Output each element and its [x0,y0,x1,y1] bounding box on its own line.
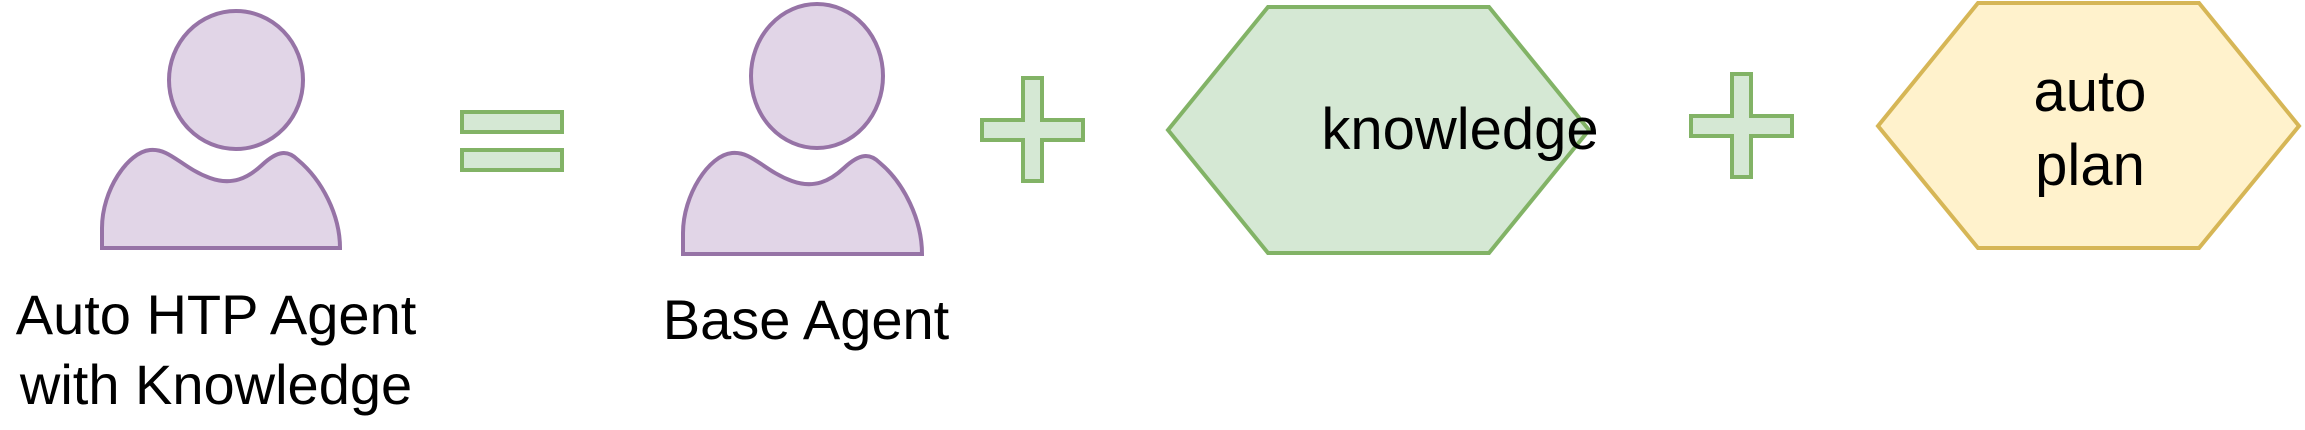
auto-plan-label-line2: plan [2035,133,2145,198]
combined-agent-body [100,147,343,250]
knowledge-label: knowledge [1321,97,1599,162]
combined-agent-head [167,9,305,151]
combined-agent-label-line2: with Knowledge [19,353,413,416]
auto-plan-label-line1: auto [2033,59,2147,124]
equals-icon [460,110,564,172]
base-agent-body [681,150,925,256]
auto-plan-label: auto plan [1880,55,2300,203]
equals-bar-top [460,110,564,134]
combined-agent-label-line1: Auto HTP Agent [15,283,417,346]
combined-agent-person-icon [100,9,343,250]
auto-plan-hexagon [1875,1,2302,250]
knowledge-hexagon [1165,5,1592,255]
base-agent-person-icon [681,2,925,256]
plus-icon-2 [1689,72,1794,179]
base-agent-head [749,2,885,150]
base-agent-label: Base Agent [662,288,950,351]
combined-agent-label: Auto HTP Agent with Knowledge [0,280,432,420]
equals-bar-bottom [460,148,564,172]
plus-icon-1 [980,76,1085,183]
